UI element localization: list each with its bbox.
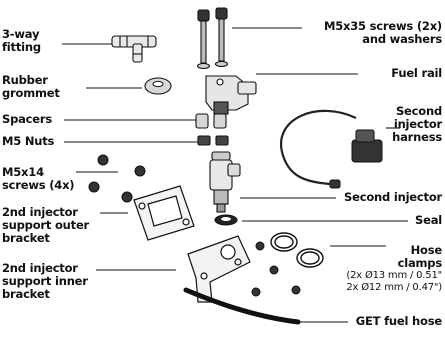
label-fuel-rail: Fuel rail xyxy=(391,66,442,80)
spacers-part xyxy=(195,113,227,129)
rubber-grommet-part xyxy=(144,77,172,95)
label-spacers: Spacers xyxy=(2,112,53,126)
label-hose-clamps-sizes: (2x Ø13 mm / 0.51" 2x Ø12 mm / 0.47") xyxy=(346,270,442,293)
label-hose-clamps: Hose clamps xyxy=(397,243,443,270)
second-injector-part xyxy=(209,151,241,213)
m5x14-screws-part xyxy=(88,154,146,203)
label-seal: Seal xyxy=(415,213,442,227)
m5-nuts-part xyxy=(197,135,229,146)
label-rubber-grommet: Rubber grommet xyxy=(2,73,60,100)
label-three-way-fitting: 3-way fitting xyxy=(2,27,41,54)
loose-nuts-part xyxy=(251,241,301,297)
label-second-injector: Second injector xyxy=(344,190,442,204)
m5x35-screws-part xyxy=(196,7,229,70)
hose-clamps-part xyxy=(270,232,324,268)
label-m5x35-screws: M5x35 screws (2x) and washers xyxy=(323,19,442,46)
label-inner-bracket: 2nd injector support inner bracket xyxy=(2,261,88,301)
label-second-injector-harness: Second injector harness xyxy=(392,104,442,144)
seal-part xyxy=(214,214,238,226)
fuel-rail-part xyxy=(205,75,257,115)
get-fuel-hose-part xyxy=(183,287,301,325)
three-way-fitting-part xyxy=(111,35,157,63)
label-outer-bracket: 2nd injector support outer bracket xyxy=(2,205,90,245)
inner-bracket-part xyxy=(187,235,251,303)
second-injector-harness-part xyxy=(279,109,383,189)
label-m5x14-screws: M5x14 screws (4x) xyxy=(2,165,75,192)
outer-bracket-part xyxy=(133,185,195,241)
label-m5-nuts: M5 Nuts xyxy=(2,134,55,148)
label-get-fuel-hose: GET fuel hose xyxy=(355,314,442,328)
